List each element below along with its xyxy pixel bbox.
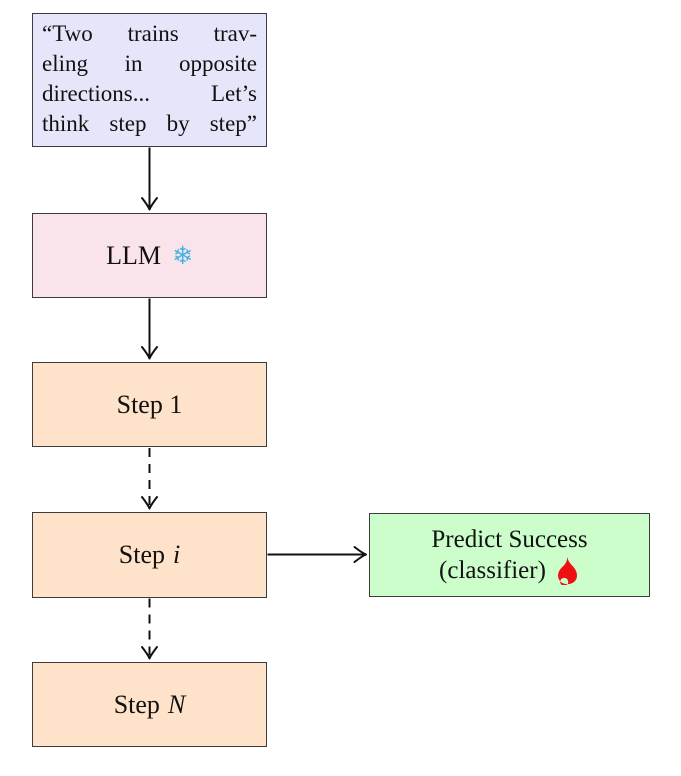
flame-icon [557, 556, 577, 585]
prompt-line-3: directions... Let’s [42, 81, 257, 106]
prompt-line-2: eling in opposite [42, 51, 257, 76]
node-step-i: Step i [32, 512, 267, 598]
step-n-prefix: Step [113, 689, 160, 719]
node-prompt-quote: “Two trains trav- eling in opposite dire… [32, 13, 267, 147]
step-1-label: Step 1 [116, 389, 183, 419]
step-i-variable: i [173, 540, 181, 569]
step-i-prefix: Step [118, 540, 165, 569]
node-step-1: Step 1 [32, 362, 267, 447]
step-n-variable: N [167, 689, 186, 719]
predict-classifier-label: (classifier) [439, 557, 546, 584]
prompt-line-1: “Two trains trav- [42, 21, 257, 46]
prompt-line-4: think step by step” [42, 111, 257, 136]
node-predict-success: Predict Success (classifier) [369, 513, 650, 597]
node-step-n: Step N [32, 662, 267, 747]
snowflake-icon: ❄ [171, 241, 193, 270]
node-llm: LLM ❄ [32, 213, 267, 298]
predict-line-1: Predict Success [431, 526, 588, 553]
predict-line-2: (classifier) [439, 555, 580, 586]
llm-label: LLM [106, 240, 161, 270]
